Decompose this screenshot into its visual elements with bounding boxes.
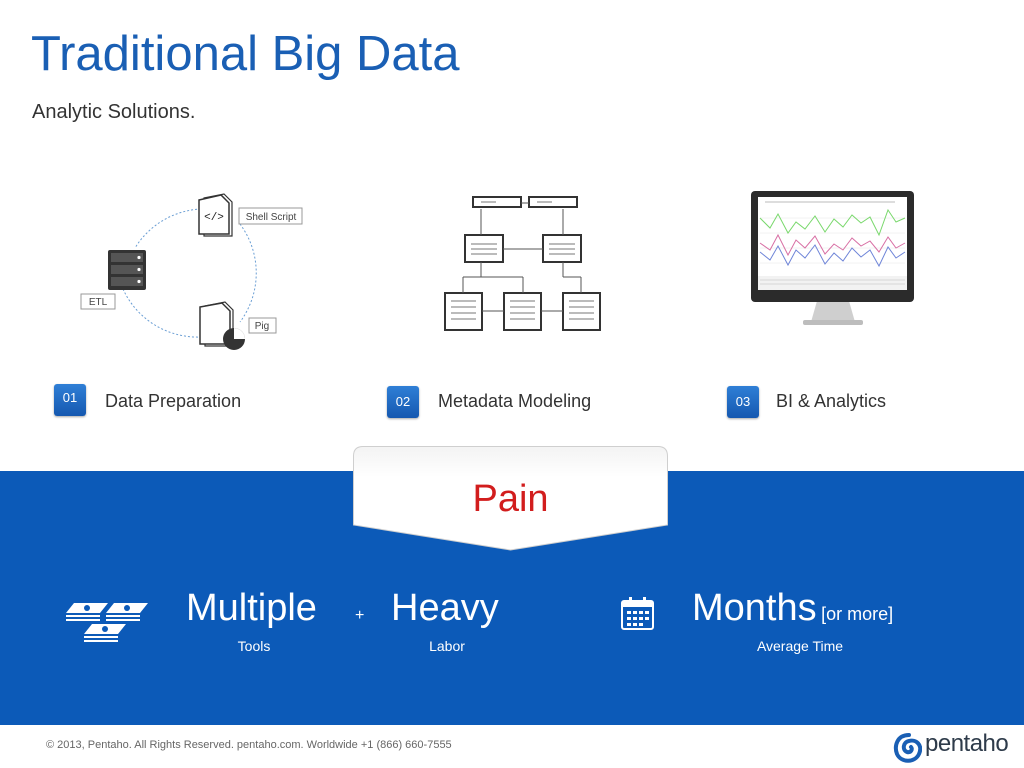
step-badge-01: 01 [54,384,86,416]
step-badge-03: 03 [727,386,759,418]
code-glyph: </> [204,212,224,224]
monitor-chart-icon [751,191,914,325]
footer-copyright: © 2013, Pentaho. All Rights Reserved. pe… [46,739,452,751]
data-prep-diagram: </> Shell Script ETL Pig [80,193,303,350]
metric-labor: Labor [429,638,465,654]
plus-sign: + [355,607,365,624]
step-label-metadata-modeling: Metadata Modeling [438,391,592,411]
metric-months: Months [692,587,817,629]
metric-months-suffix: [or more] [821,604,894,624]
pig-file-icon [199,301,245,350]
metric-multiple: Multiple [186,587,317,629]
pig-label: Pig [255,321,269,332]
metric-tools: Tools [237,638,271,654]
step-badge-02: 02 [387,386,419,418]
money-stack-icon [66,603,148,642]
pig-tag [248,317,277,334]
etl-label: ETL [89,297,108,308]
calendar-icon [621,597,654,630]
footer-bar [0,725,1024,768]
shell-script-tag [238,207,303,225]
etl-tag [80,293,116,310]
server-icon [108,250,146,290]
metric-months-wrap: Months [or more] [692,589,893,627]
pain-title: Pain [472,478,549,520]
pentaho-logo-text: pentaho [925,730,1009,757]
schema-diagram-icon [444,196,601,331]
page-title: Traditional Big Data [31,27,460,81]
pain-card [353,446,668,551]
metric-average-time: Average Time [756,638,844,654]
code-file-icon: </> [198,193,233,237]
pentaho-logo-icon [893,733,922,763]
step-label-bi-analytics: BI & Analytics [776,391,887,411]
shell-script-label: Shell Script [246,212,297,223]
page-subtitle: Analytic Solutions. [32,101,196,123]
metric-heavy: Heavy [391,587,499,629]
step-label-data-preparation: Data Preparation [105,391,242,411]
